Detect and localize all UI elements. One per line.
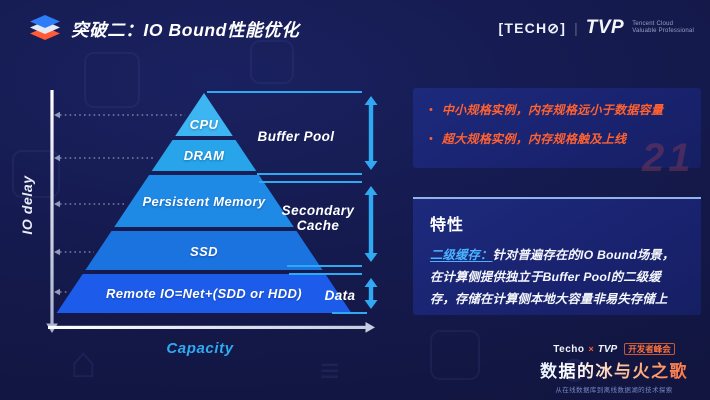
logo-divider: |: [574, 20, 578, 36]
event-subtitle: 从在线数据库到离线数据湖的技术探索: [555, 387, 673, 394]
note-text: 中小规格实例，内存规格远小于数据容量: [441, 103, 664, 117]
tvp-tagline-line1: Tencent Cloud: [632, 20, 674, 27]
event-badge: 开发者峰会: [624, 343, 675, 355]
dotted-callouts: [60, 114, 185, 293]
feature-description: 针对普遍存在的IO Bound场景，在计算侧提供独立于Buffer Pool的二…: [430, 248, 675, 306]
layer-top-shape: [30, 15, 60, 28]
tvp-tagline-line2: Valuable Professional: [632, 28, 694, 34]
feature-panel-body: 二级缓存：针对普遍存在的IO Bound场景，在计算侧提供独立于Buffer P…: [430, 244, 685, 310]
y-axis: [46, 90, 58, 333]
note-item: • 中小规格实例，内存规格远小于数据容量: [429, 102, 689, 119]
layer-label-cpu: CPU: [189, 117, 219, 132]
background-pattern-square: [84, 52, 140, 108]
note-item: • 超大规格实例，内存规格触及上线: [429, 131, 689, 148]
note-text: 超大规格实例，内存规格触及上线: [441, 132, 627, 146]
background-watermark: 21: [642, 136, 695, 180]
bracket-label-buffer-pool: Buffer Pool: [257, 129, 335, 144]
layers-icon: [30, 15, 60, 42]
brand-logos: [TECH⊘] | TVP Tencent Cloud Valuable Pro…: [499, 17, 694, 39]
layer-label-ssd: SSD: [190, 244, 218, 259]
pyramid-layer-cpu: [175, 93, 233, 136]
house-icon: ⌂: [70, 338, 97, 387]
background-pattern-square: [12, 150, 60, 198]
double-arrow-data: [364, 278, 378, 309]
background-pattern-square: [430, 330, 480, 380]
layer-label-dram: DRAM: [183, 148, 225, 163]
event-title: 数据的冰与火之歌: [524, 357, 704, 382]
y-axis-label: IO delay: [19, 175, 35, 235]
bracket-double-arrows: [364, 96, 378, 309]
x-axis: [48, 322, 375, 333]
feature-term: 二级缓存：: [430, 248, 493, 262]
tvp-logo: TVP: [585, 17, 625, 38]
bracket-label-data: Data: [324, 288, 356, 303]
bracket-label-secondary-cache: Secondary Cache: [281, 203, 355, 233]
bracket-ticks: [207, 91, 367, 314]
background-pattern-square: [250, 40, 294, 84]
footer-tvp-logo: TVP: [597, 343, 618, 355]
feature-panel-title: 特性: [430, 217, 465, 234]
bullet-icon: •: [429, 133, 433, 145]
pyramid-layer-dram: [151, 140, 257, 171]
page-title: 突破二：IO Bound性能优化: [71, 20, 300, 40]
x-axis-arrowhead: [365, 322, 375, 333]
x-axis-label: Capacity: [166, 340, 234, 357]
dotted-callout-arrowheads: [54, 111, 60, 296]
times-icon: ×: [588, 344, 594, 354]
event-logo: Techo × TVP 开发者峰会 数据的冰与火之歌 从在线数据库到离线数据湖的…: [524, 343, 704, 394]
pyramid-layer-ssd: [85, 231, 323, 270]
footer-techo-logo: Techo: [553, 343, 585, 355]
circle-icon: ⊙: [560, 350, 589, 390]
pyramid-layer-persistent-memory: [114, 175, 294, 227]
double-arrow-buffer-pool: [364, 96, 378, 170]
techo-logo: [TECH⊘]: [498, 19, 567, 36]
layer-label-persistent-memory: Persistent Memory: [142, 194, 266, 209]
menu-icon: ≡: [320, 352, 340, 390]
event-logo-line: Techo × TVP 开发者峰会: [524, 343, 704, 355]
feature-panel: 特性 二级缓存：针对普遍存在的IO Bound场景，在计算侧提供独立于Buffe…: [413, 197, 701, 315]
bullet-icon: •: [429, 104, 433, 116]
pyramid-layer-remote-io: [56, 274, 352, 313]
notes-panel: • 中小规格实例，内存规格远小于数据容量 • 超大规格实例，内存规格触及上线: [413, 88, 701, 168]
double-arrow-secondary-cache: [364, 186, 378, 262]
layer-label-remote-io: Remote IO=Net+(SDD or HDD): [105, 286, 303, 301]
tvp-tagline: Tencent Cloud Valuable Professional: [632, 21, 694, 36]
